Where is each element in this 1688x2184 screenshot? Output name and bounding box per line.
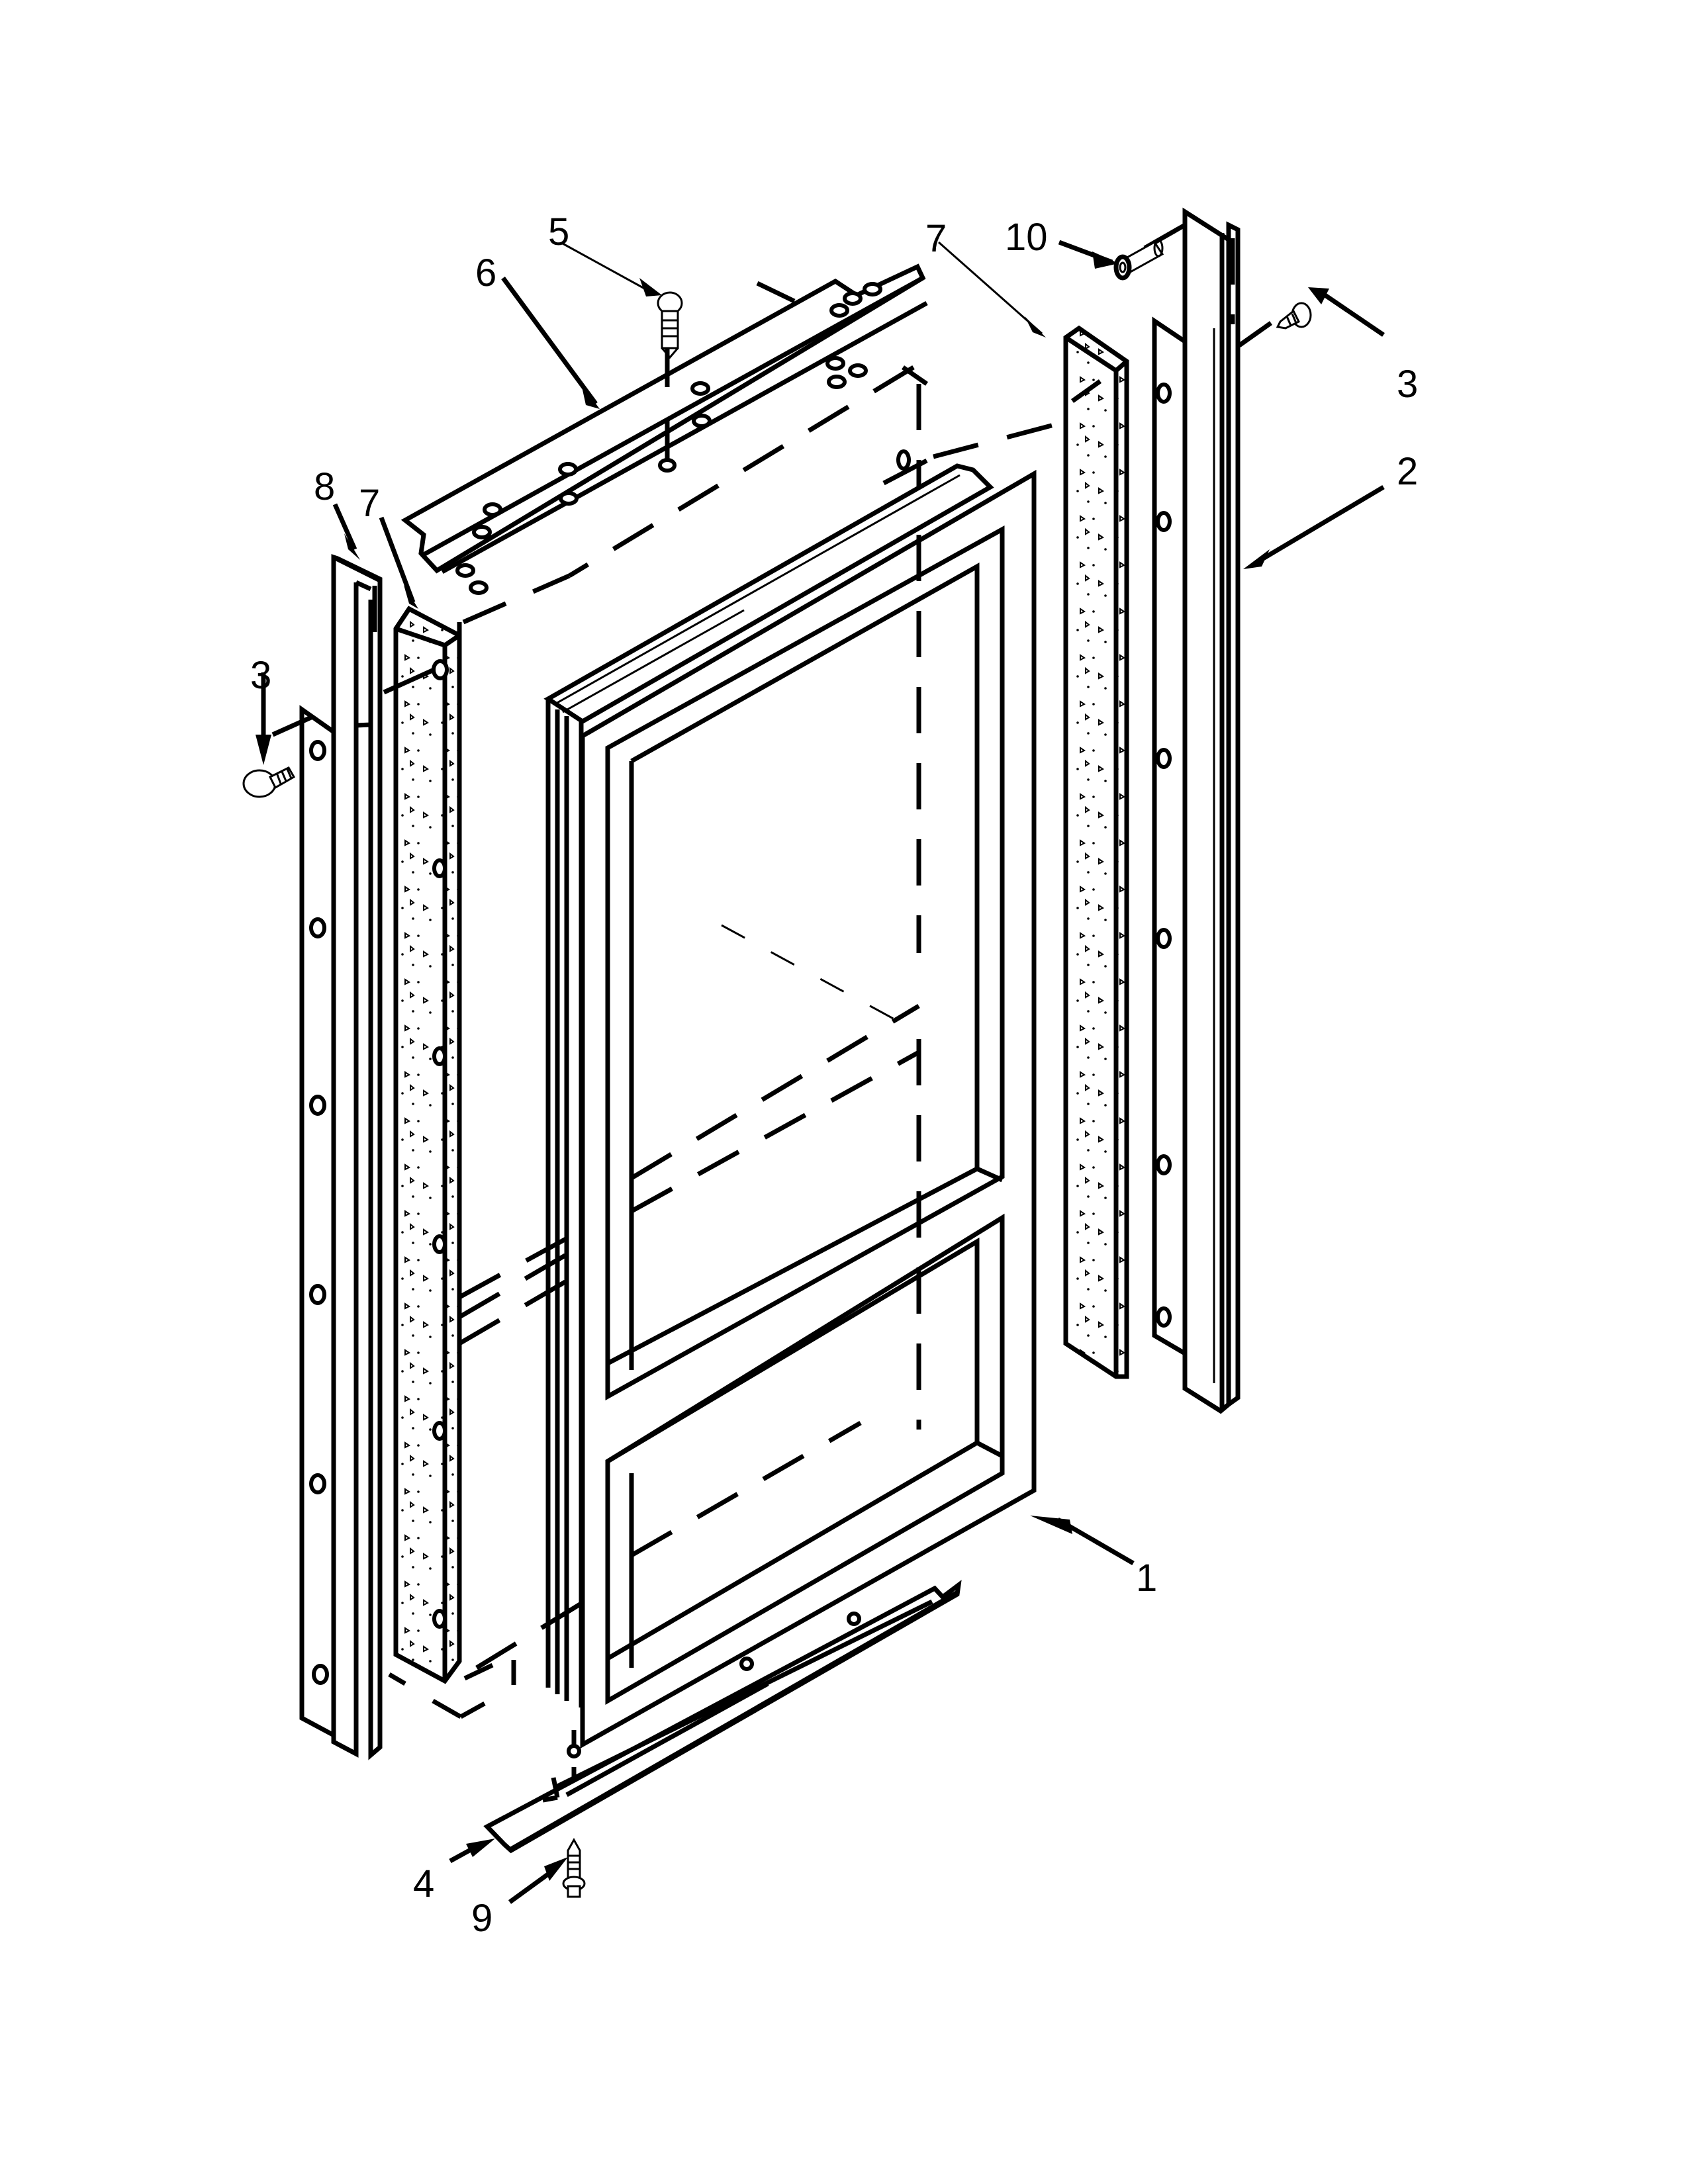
callout-8: 8 xyxy=(314,465,335,508)
callout-4: 4 xyxy=(413,1862,434,1905)
screw-3-left-icon xyxy=(242,766,296,798)
callout-3-left: 3 xyxy=(250,654,271,697)
callout-leaders xyxy=(256,240,1385,1904)
callout-labels: 5 6 8 7 3 7 10 3 2 1 4 9 xyxy=(250,210,1418,1940)
callout-5: 5 xyxy=(548,210,569,253)
bottom-trim-bracket xyxy=(483,1580,962,1854)
screw-3-right-icon xyxy=(1276,302,1312,330)
callout-3-right: 3 xyxy=(1397,363,1418,406)
callout-9: 9 xyxy=(471,1897,492,1940)
spacer-10-icon xyxy=(1113,239,1164,281)
callout-1: 1 xyxy=(1136,1557,1157,1600)
callout-6: 6 xyxy=(475,251,496,295)
door-frame xyxy=(543,463,1037,1749)
callout-7-left: 7 xyxy=(359,482,380,525)
top-trim-bracket xyxy=(400,263,928,595)
callout-10: 10 xyxy=(1005,216,1048,259)
callout-2: 2 xyxy=(1397,450,1418,493)
right-foam-strip xyxy=(1063,325,1129,1379)
screw-9-icon xyxy=(562,1837,586,1898)
screw-5-icon xyxy=(657,291,683,359)
left-side-trim-rail xyxy=(271,554,383,1760)
right-side-trim-rail xyxy=(1070,207,1273,1414)
callout-7-right: 7 xyxy=(925,217,947,260)
left-foam-strip xyxy=(383,606,516,1719)
